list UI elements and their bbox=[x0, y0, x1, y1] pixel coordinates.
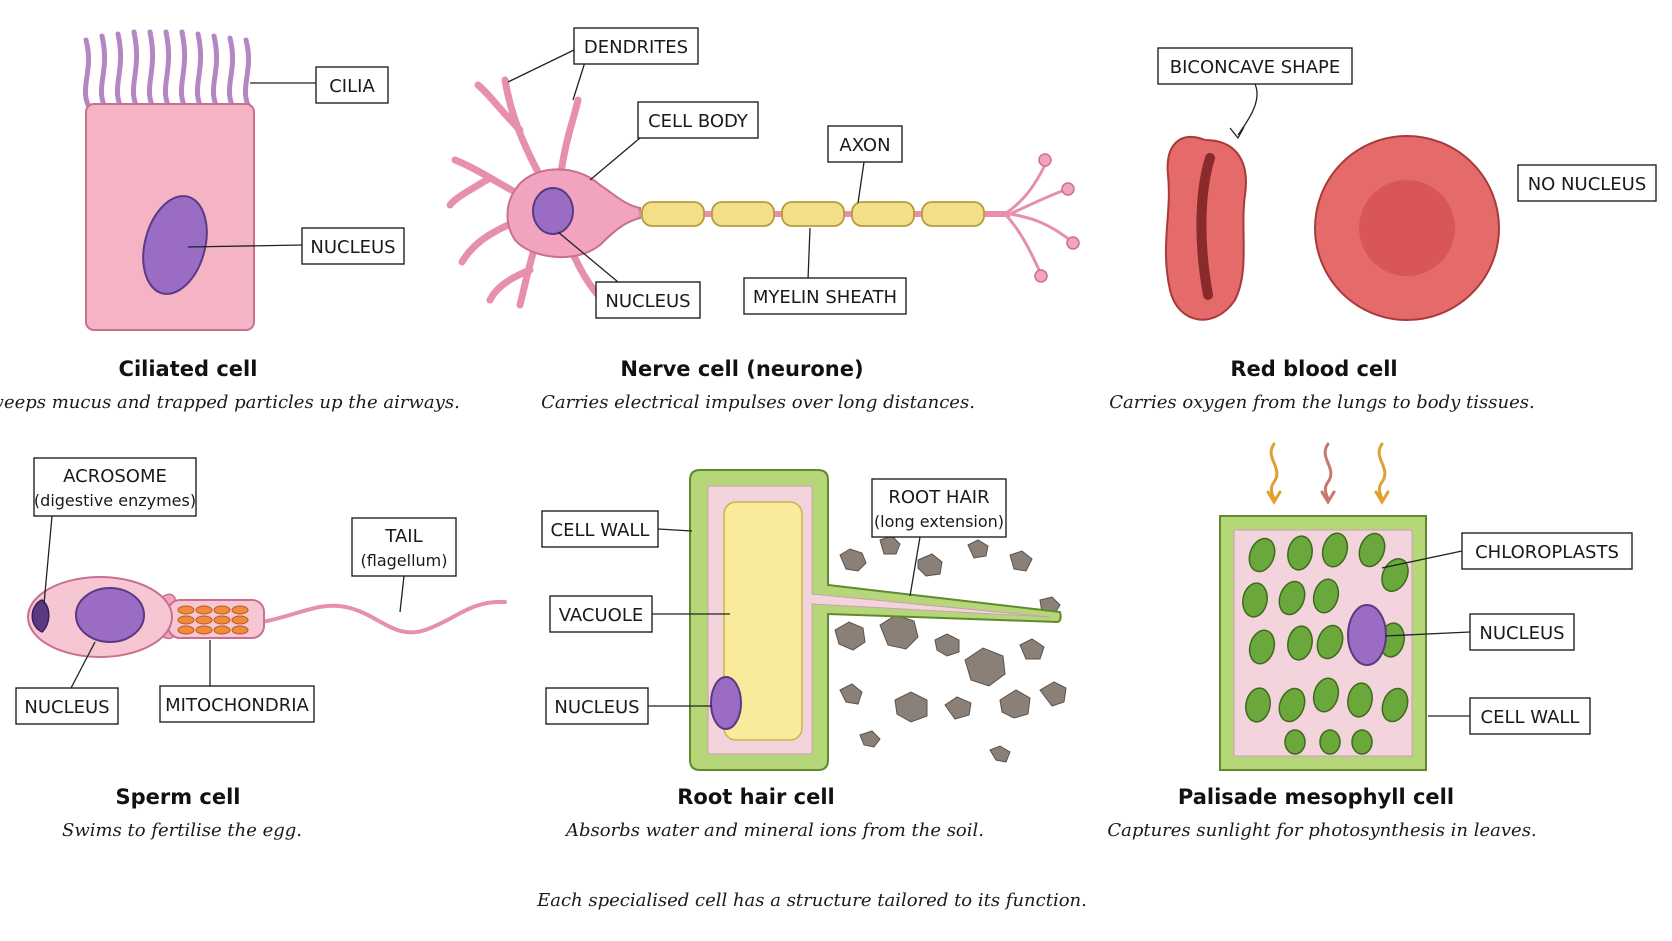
svg-text:ROOT HAIR: ROOT HAIR bbox=[888, 487, 989, 508]
label-nerve-nucleus: NUCLEUS bbox=[595, 281, 701, 319]
label-dendrites: DENDRITES bbox=[573, 27, 699, 65]
svg-text:CILIA: CILIA bbox=[329, 76, 375, 97]
svg-text:MYELIN SHEATH: MYELIN SHEATH bbox=[753, 287, 897, 308]
svg-text:NUCLEUS: NUCLEUS bbox=[554, 697, 639, 718]
label-root-nucleus: NUCLEUS bbox=[545, 687, 649, 725]
chloroplast-group bbox=[1242, 532, 1409, 755]
nerve-cell-illustration bbox=[446, 76, 1080, 309]
acrosome-cap bbox=[31, 599, 50, 633]
svg-text:NUCLEUS: NUCLEUS bbox=[605, 291, 690, 312]
label-no-nucleus: NO NUCLEUS bbox=[1517, 164, 1657, 202]
ciliated-cell-illustration bbox=[82, 29, 255, 331]
palisade-title: Palisade mesophyll cell bbox=[1178, 785, 1454, 809]
rbc-title: Red blood cell bbox=[1230, 357, 1397, 381]
rbc-caption: Carries oxygen from the lungs to body ti… bbox=[1109, 392, 1534, 413]
label-chloroplasts: CHLOROPLASTS bbox=[1461, 532, 1633, 570]
rbc-side-groove bbox=[1196, 153, 1215, 300]
ciliated-nucleus bbox=[142, 195, 208, 295]
label-tail: TAIL (flagellum) bbox=[351, 517, 457, 577]
rbc-top-center bbox=[1359, 180, 1455, 276]
svg-text:VACUOLE: VACUOLE bbox=[559, 605, 643, 626]
ciliated-title: Ciliated cell bbox=[119, 357, 258, 381]
palisade-nucleus bbox=[1347, 604, 1387, 666]
root-title: Root hair cell bbox=[677, 785, 834, 809]
rbc-illustration bbox=[1164, 135, 1500, 321]
label-myelin-sheath: MYELIN SHEATH bbox=[743, 277, 907, 315]
sperm-tail bbox=[260, 599, 507, 635]
sperm-illustration bbox=[27, 576, 507, 658]
label-palisade-cell-wall: CELL WALL bbox=[1469, 697, 1591, 735]
label-sperm-nucleus: NUCLEUS bbox=[15, 687, 119, 725]
svg-text:(digestive enzymes): (digestive enzymes) bbox=[34, 491, 196, 510]
footer-note: Each specialised cell has a structure ta… bbox=[536, 890, 1087, 911]
root-nucleus bbox=[710, 676, 742, 730]
label-palisade-nucleus: NUCLEUS bbox=[1469, 613, 1575, 651]
mitochondria-cluster bbox=[177, 605, 249, 635]
label-mitochondria: MITOCHONDRIA bbox=[159, 685, 315, 723]
svg-text:MITOCHONDRIA: MITOCHONDRIA bbox=[165, 695, 309, 716]
svg-text:NUCLEUS: NUCLEUS bbox=[24, 697, 109, 718]
root-vacuole bbox=[723, 501, 803, 741]
cilia-strands bbox=[82, 29, 252, 108]
myelin-segments bbox=[641, 201, 985, 227]
svg-text:AXON: AXON bbox=[839, 135, 890, 156]
soil-particles bbox=[834, 535, 1067, 763]
label-cell-body: CELL BODY bbox=[637, 101, 759, 139]
svg-text:(long extension): (long extension) bbox=[874, 512, 1004, 531]
label-axon: AXON bbox=[827, 125, 903, 163]
nerve-caption: Carries electrical impulses over long di… bbox=[541, 392, 975, 413]
label-cilia: CILIA bbox=[315, 66, 389, 104]
ciliated-caption: Sweeps mucus and trapped particles up th… bbox=[0, 392, 460, 413]
neuron-nucleus bbox=[532, 187, 574, 235]
svg-text:CELL WALL: CELL WALL bbox=[551, 520, 650, 541]
label-root-cell-wall: CELL WALL bbox=[541, 510, 659, 548]
label-ciliated-nucleus: NUCLEUS bbox=[301, 227, 405, 265]
svg-text:CHLOROPLASTS: CHLOROPLASTS bbox=[1475, 542, 1619, 563]
label-biconcave-shape: BICONCAVE SHAPE bbox=[1157, 47, 1353, 85]
label-root-hair: ROOT HAIR (long extension) bbox=[871, 478, 1007, 538]
sunlight-arrows bbox=[1266, 442, 1390, 505]
svg-text:NUCLEUS: NUCLEUS bbox=[1479, 623, 1564, 644]
axon-terminal-bulbs bbox=[1034, 153, 1080, 283]
palisade-caption: Captures sunlight for photosynthesis in … bbox=[1107, 820, 1536, 841]
root-caption: Absorbs water and mineral ions from the … bbox=[564, 820, 984, 841]
svg-text:CELL BODY: CELL BODY bbox=[648, 111, 749, 132]
svg-text:NO NUCLEUS: NO NUCLEUS bbox=[1528, 174, 1647, 195]
svg-text:ACROSOME: ACROSOME bbox=[63, 466, 167, 487]
palisade-illustration bbox=[1219, 515, 1427, 771]
svg-text:DENDRITES: DENDRITES bbox=[584, 37, 688, 58]
svg-text:BICONCAVE SHAPE: BICONCAVE SHAPE bbox=[1170, 57, 1341, 78]
sperm-nucleus bbox=[75, 587, 145, 643]
svg-text:TAIL: TAIL bbox=[384, 526, 422, 547]
svg-text:CELL WALL: CELL WALL bbox=[1481, 707, 1580, 728]
root-hair-illustration bbox=[689, 469, 1067, 771]
sperm-caption: Swims to fertilise the egg. bbox=[62, 820, 302, 841]
axon-terminals bbox=[1003, 164, 1071, 273]
sperm-title: Sperm cell bbox=[115, 785, 240, 809]
label-acrosome: ACROSOME (digestive enzymes) bbox=[33, 457, 197, 517]
label-vacuole: VACUOLE bbox=[549, 595, 653, 633]
svg-text:(flagellum): (flagellum) bbox=[361, 551, 448, 570]
svg-text:NUCLEUS: NUCLEUS bbox=[310, 237, 395, 258]
nerve-title: Nerve cell (neurone) bbox=[620, 357, 863, 381]
